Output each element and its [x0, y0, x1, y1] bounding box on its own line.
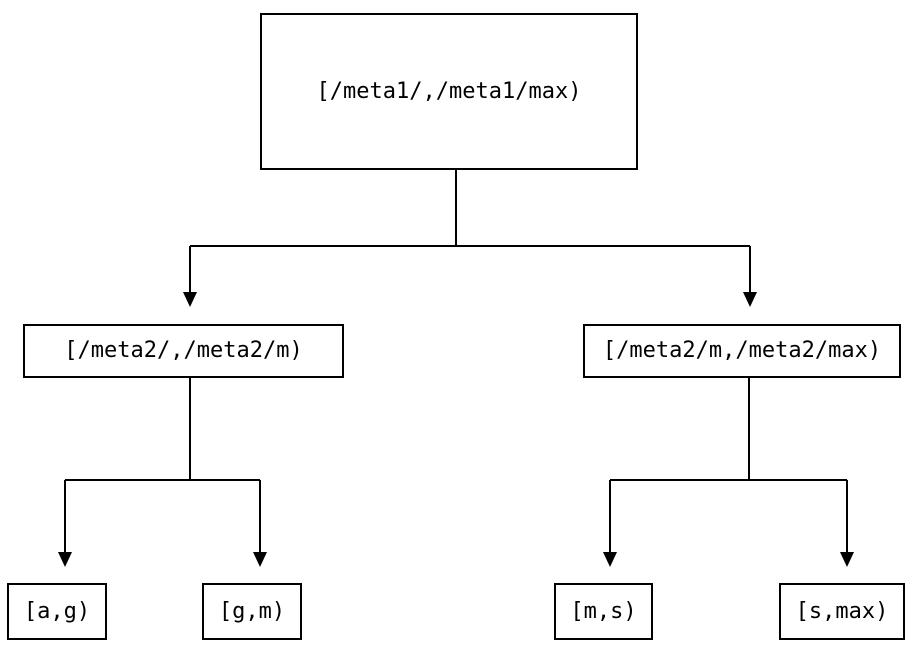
tree-node-root: [/meta1/,/meta1/max) — [260, 13, 638, 170]
tree-node-leaf-smax: [s,max) — [779, 583, 905, 640]
tree-node-label: [a,g) — [23, 598, 91, 624]
tree-node-label: [g,m) — [218, 598, 286, 624]
edge-right-split — [609, 378, 848, 552]
tree-node-label: [m,s) — [570, 598, 637, 624]
tree-node-leaf-gm: [g,m) — [202, 583, 302, 640]
tree-node-label: [/meta2/m,/meta2/max) — [602, 338, 882, 363]
tree-node-label: [/meta2/,/meta2/m) — [64, 338, 303, 363]
arrow-down-icon — [603, 552, 617, 567]
edge-left-split — [64, 378, 261, 552]
tree-node-level2-right: [/meta2/m,/meta2/max) — [583, 324, 901, 378]
arrow-down-icon — [743, 292, 757, 307]
tree-node-leaf-ag: [a,g) — [7, 583, 107, 640]
tree-node-level2-left: [/meta2/,/meta2/m) — [23, 324, 344, 378]
tree-node-leaf-ms: [m,s) — [554, 583, 653, 640]
arrow-down-icon — [840, 552, 854, 567]
arrow-down-icon — [253, 552, 267, 567]
edge-root-split — [189, 170, 751, 292]
tree-node-label: [/meta1/,/meta1/max) — [316, 78, 582, 104]
arrow-down-icon — [58, 552, 72, 567]
arrow-down-icon — [183, 292, 197, 307]
tree-node-label: [s,max) — [795, 598, 889, 624]
